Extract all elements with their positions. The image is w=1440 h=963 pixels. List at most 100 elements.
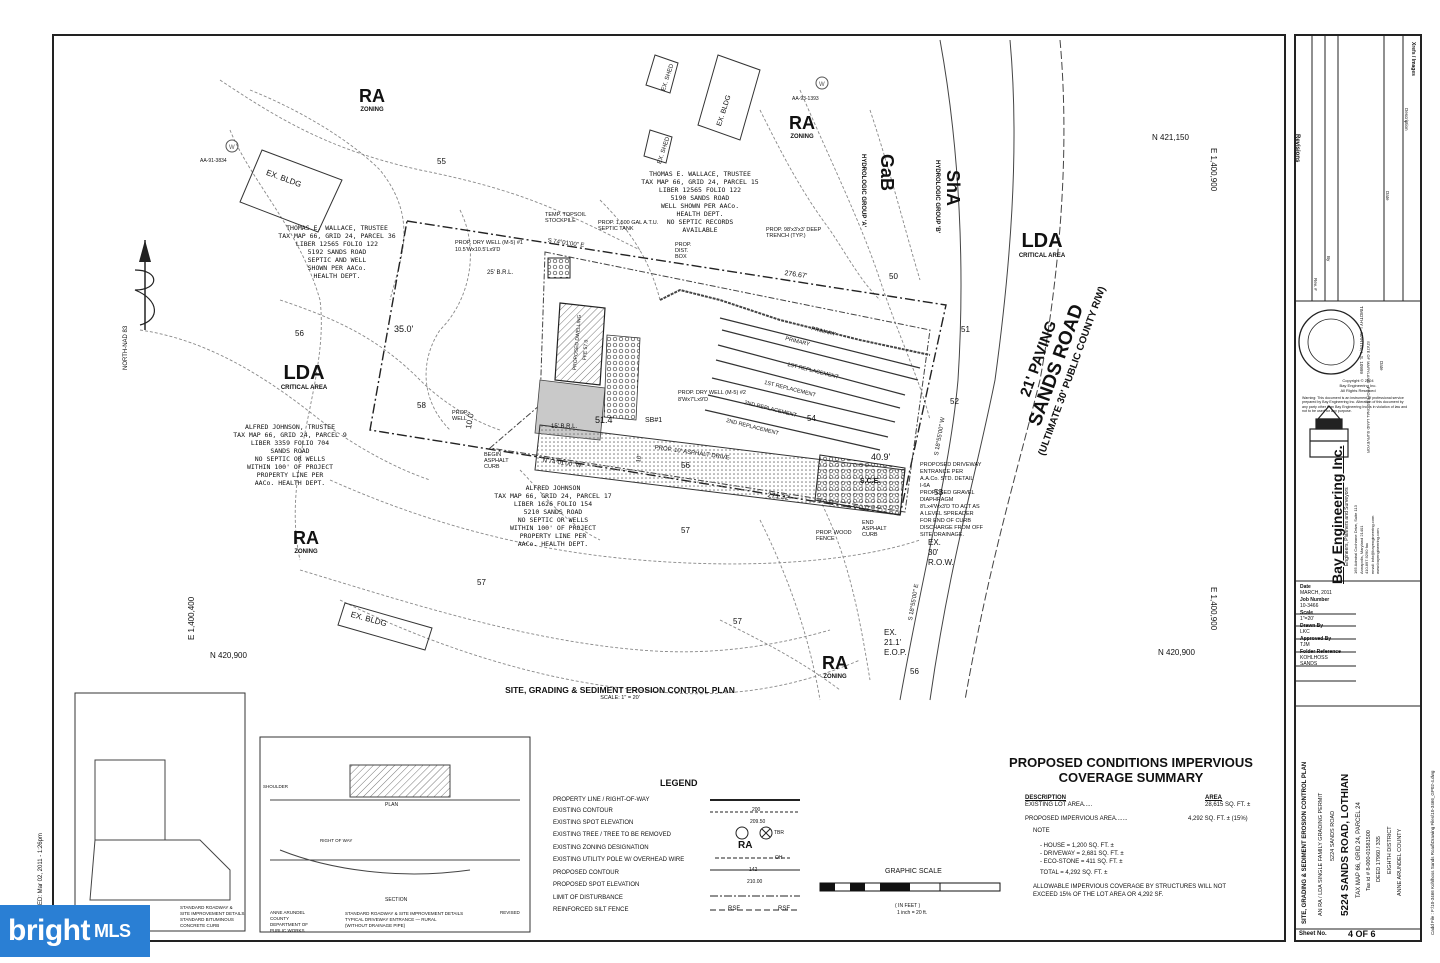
- revisions-label: Revisions: [1294, 134, 1300, 163]
- project-name: 5224 SANDS ROAD, LOTHIAN: [1340, 773, 1351, 916]
- well-tag-2: AA-93-1393: [792, 96, 819, 102]
- coverage-r1-label: EXISTING LOT AREA.....: [1025, 802, 1093, 808]
- legend-row: PROPOSED SPOT ELEVATION: [553, 882, 640, 888]
- coverage-r1-value: 28,615 SQ. FT. ±: [1205, 802, 1251, 808]
- coverage-r2-label: PROPOSED IMPERVIOUS AREA.......: [1025, 816, 1128, 822]
- contour-label: 52: [950, 397, 959, 406]
- legend-row: EXISTING CONTOUR: [553, 808, 613, 814]
- graphic-scale-title: GRAPHIC SCALE: [885, 868, 942, 875]
- legend-symbol-tbr: TBR: [774, 830, 784, 836]
- coord-n-bottom-left: N 420,900: [210, 651, 247, 660]
- soil-gab: GaB: [877, 154, 897, 192]
- ex-eop-label: EX.21.1'E.O.P.: [884, 628, 907, 657]
- zone-lda-left: LDA CRITICAL AREA: [280, 362, 328, 391]
- north-label: NORTH-NAD 83: [123, 325, 129, 370]
- dim-35: 35.0': [394, 324, 414, 334]
- rev-col: Date: [1385, 191, 1390, 201]
- title-block-lines: [1296, 36, 1420, 930]
- sheet-title-vertical: SITE, GRADING & SEDIMENT EROSION CONTROL…: [1302, 761, 1308, 924]
- legend-symbol-rsf: RSF: [728, 906, 740, 912]
- plot-timestamp: ED: Mar 02, 2011 - 1:26pm: [38, 833, 44, 905]
- topsoil-stockpile: [547, 257, 571, 279]
- detail-shoulder-label: SHOULDER: [263, 784, 289, 789]
- soil-sha: ShA: [943, 170, 963, 206]
- proposed-dwelling: [554, 302, 606, 386]
- plan-title: SITE, GRADING & SEDIMENT EROSION CONTROL…: [505, 685, 735, 695]
- legend-row: EXISTING ZONING DESIGNATION: [553, 845, 649, 851]
- legend-symbol-rsf: RSF: [778, 906, 790, 912]
- coord-n-bottom-right: N 420,900: [1158, 648, 1195, 657]
- sheet-number: 4 OF 6: [1348, 929, 1376, 939]
- cad-file-path: Cadd File : F:\10-3466 Kohlhoss Sands Ro…: [1430, 770, 1435, 935]
- zone-ra-top: RA ZONING: [359, 86, 385, 113]
- seal-date: Date: [1379, 361, 1384, 371]
- prop-well-label: PROP. WELL: [452, 410, 469, 422]
- title-block: Xrefs / Images Revisions Rev. # By Date …: [1294, 34, 1422, 942]
- plan-title-block: SITE, GRADING & SEDIMENT EROSION CONTROL…: [470, 685, 770, 701]
- begin-curb-label: BEGIN ASPHALT CURB: [484, 452, 509, 470]
- plan-scale: SCALE: 1" = 20': [600, 695, 640, 701]
- seal-name: TIMOTHY L. MARTIN, L.S. 10999: [1359, 306, 1364, 374]
- company-subtitle: Engineers, Planners and Surveyors: [1344, 487, 1350, 566]
- legend-row: PROPOSED CONTOUR: [553, 870, 619, 876]
- legend-symbol-prop-contour: 142: [749, 867, 758, 873]
- drawing-sheet-border: [52, 34, 1286, 942]
- coord-e-top: E 1,400,900: [1209, 148, 1218, 192]
- contour-label: 55: [437, 157, 446, 166]
- coverage-col-desc: DESCRIPTION: [1025, 795, 1067, 801]
- district: EIGHTH DISTRICT: [1387, 826, 1393, 874]
- graphic-scale-ratio: 1 inch = 20 ft.: [897, 910, 928, 916]
- lighthouse-logo-icon: [1309, 405, 1349, 458]
- detail-section-label: SECTION: [385, 897, 408, 903]
- warning-note: Warning: This document is an instrument …: [1302, 396, 1408, 413]
- legend-row: PROPERTY LINE / RIGHT-OF-WAY: [553, 797, 650, 803]
- stabilized-construction-entrance: [814, 454, 906, 516]
- contour-label: 51: [961, 325, 970, 334]
- legend-symbol-spot: 209.50: [750, 819, 766, 825]
- dim-40: 40.9': [871, 452, 891, 462]
- legend-symbols: [710, 799, 800, 911]
- tax-map: TAX MAP 66, GRID 24, PARCEL 24: [1356, 802, 1362, 898]
- graphic-scale-bar: [819, 882, 1001, 892]
- contour-label: 53: [934, 488, 943, 497]
- coverage-col-area: AREA: [1205, 795, 1223, 801]
- detail-2-title: STANDARD ROADWAY & SITE IMPROVEMENT DETA…: [345, 911, 464, 928]
- ex-row-label: EX.30'R.O.W.: [928, 538, 954, 567]
- svg-text:W: W: [229, 145, 235, 151]
- coord-n-top: N 421,150: [1152, 133, 1189, 142]
- septic-force-main: [659, 288, 931, 356]
- sands-road-edges: [899, 39, 1065, 701]
- existing-buildings: [239, 54, 761, 651]
- graphic-scale-unit: ( IN FEET ): [895, 903, 921, 909]
- detail-linework: [89, 759, 520, 901]
- deed: DEED 17960 / 335: [1376, 836, 1382, 882]
- fence-label: PROP. WOOD FENCE: [816, 530, 852, 542]
- existing-contours: [139, 79, 931, 701]
- permit-label: AN RA / LDA SINGLE FAMILY GRADING PERMIT: [1318, 792, 1324, 916]
- contour-label: 54: [807, 414, 816, 423]
- dim-brl-25: 25' B.R.L.: [487, 270, 514, 276]
- north-arrow: [134, 240, 155, 330]
- svg-text:W: W: [819, 82, 825, 88]
- soil-gab-group: HYDROLOGIC GROUP 'A': [860, 154, 866, 228]
- dist-box-label: PROP. DIST. BOX: [675, 242, 692, 260]
- detail-box-curb: [74, 692, 246, 932]
- coverage-note: NOTE: [1033, 828, 1050, 834]
- septic-tank-label: PROP. 1,500 GAL A.T.U. SEPTIC TANK: [598, 220, 659, 232]
- coverage-allowable: ALLOWABLE IMPERVIOUS COVERAGE BY STRUCTU…: [1033, 884, 1227, 898]
- legend-symbol-contour: 200: [752, 807, 761, 813]
- contour-label: 57: [477, 578, 486, 587]
- contour-label: 56: [910, 667, 919, 676]
- end-curb-label: END ASPHALT CURB: [862, 520, 887, 538]
- eco-stone-area: [603, 334, 641, 421]
- rev-col: By: [1326, 256, 1331, 262]
